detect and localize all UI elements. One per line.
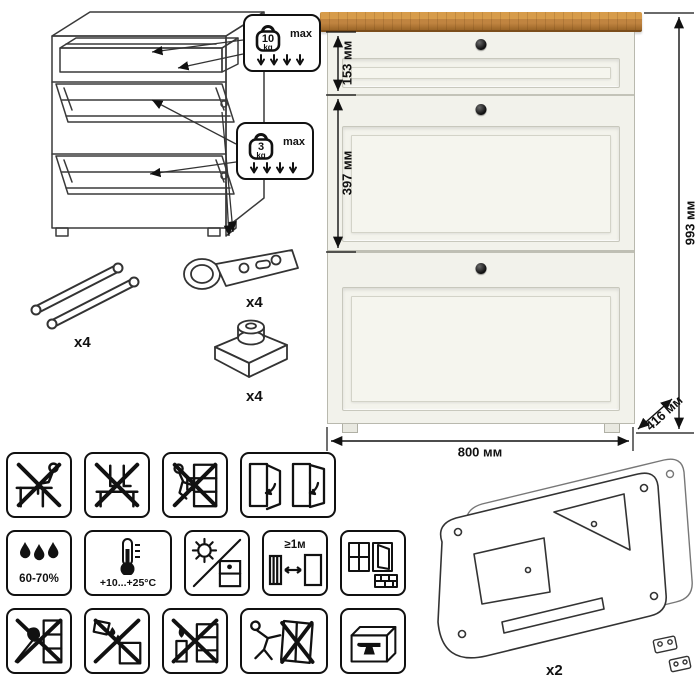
lid-stay-qty: x4	[74, 334, 91, 351]
knob	[475, 39, 487, 50]
flap-weight-limit-callout: 3 kg max	[236, 122, 314, 180]
hinge-qty: x4	[246, 294, 263, 311]
knob	[475, 104, 487, 115]
door-opening-icon	[240, 452, 336, 518]
no-climbing-icon	[162, 452, 228, 518]
load-direction-arrows-icon	[256, 54, 308, 67]
max-label: max	[282, 136, 305, 148]
adjustable-foot-drawing	[214, 319, 288, 378]
kettlebell-icon: 3 kg	[243, 127, 279, 163]
cabinet-foot	[342, 424, 358, 433]
cabinet-drawer-front	[328, 32, 634, 96]
no-open-flame-icon	[162, 608, 228, 674]
adjustable-foot-qty: x4	[246, 388, 263, 405]
max-label: max	[289, 28, 312, 40]
max-load-icon	[340, 608, 406, 674]
knob	[475, 263, 487, 274]
ventilation-icon	[340, 530, 406, 596]
temperature-range-label: +10...+25°C	[99, 577, 157, 589]
humidity-icon: 60-70%	[6, 530, 72, 596]
recessed-panel	[342, 126, 620, 242]
drawer-weight-limit-callout: 10 kg max	[243, 14, 321, 72]
dimension-flap-height: 397 мм	[339, 150, 355, 196]
no-standing-icon	[84, 452, 150, 518]
heater-distance-label: ≥1м	[284, 539, 306, 551]
dimension-width: 800 мм	[457, 444, 503, 460]
no-sitting-icon	[6, 452, 72, 518]
no-impact-icon	[6, 608, 72, 674]
flap-weight-unit: kg	[256, 151, 266, 160]
hinge-drawing	[183, 249, 299, 290]
lid-stay-drawing	[30, 262, 140, 330]
dimension-total-height: 993 мм	[682, 200, 698, 246]
cabinet-foot	[604, 424, 620, 433]
dimension-depth: 416 мм	[642, 392, 686, 434]
dimension-drawer-height: 153 мм	[339, 40, 355, 86]
cabinet-body	[327, 32, 635, 424]
humidity-range-label: 60-70%	[19, 573, 59, 585]
heater-distance-icon: ≥1м	[262, 530, 328, 596]
no-liquids-icon	[84, 608, 150, 674]
cabinet-flap-front-2	[328, 253, 634, 422]
flap-weight-value: 3	[257, 141, 265, 153]
cabinet-worktop	[320, 12, 642, 32]
cabinet-product-image	[320, 12, 642, 433]
no-pushing-icon	[240, 608, 328, 674]
flap-frame-qty: x2	[546, 662, 563, 679]
cabinet-flap-front-1	[328, 96, 634, 253]
temperature-icon: +10...+25°C	[84, 530, 172, 596]
recessed-panel	[342, 58, 620, 88]
load-direction-arrows-icon	[249, 162, 301, 175]
kettlebell-icon: 10 kg	[250, 19, 286, 55]
flap-frame-parts-drawing	[437, 458, 693, 673]
no-direct-sunlight-icon	[184, 530, 250, 596]
drawer-weight-value: 10	[261, 33, 275, 45]
recessed-panel	[342, 287, 620, 411]
drawer-weight-unit: kg	[263, 43, 273, 52]
